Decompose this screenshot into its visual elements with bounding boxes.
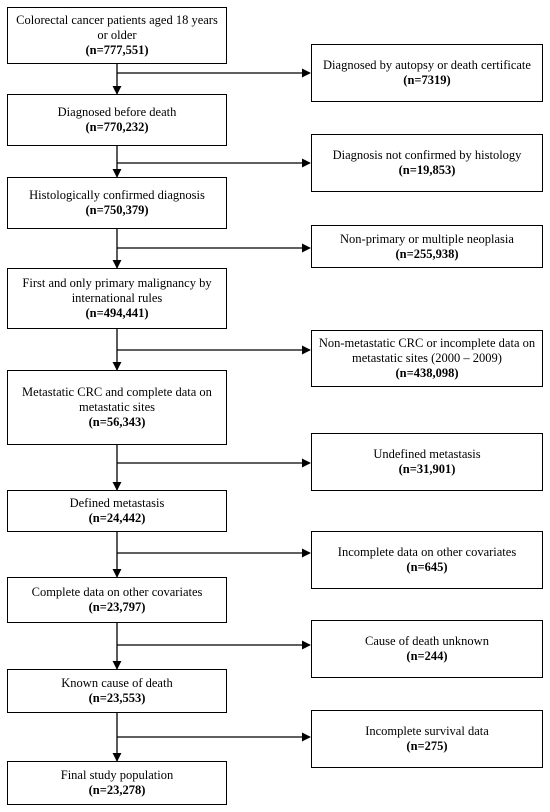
step-count: (n=23,553) [88, 691, 146, 705]
step-defined-metastasis: Defined metastasis (n=24,442) [7, 490, 227, 532]
step-text: Known cause of death [61, 676, 173, 690]
step-count: (n=24,442) [88, 511, 146, 525]
step-metastatic-crc: Metastatic CRC and complete data on meta… [7, 370, 227, 445]
step-count: (n=23,797) [88, 600, 146, 614]
step-count: (n=494,441) [85, 306, 149, 320]
exclusion-count: (n=275) [406, 739, 448, 753]
exclusion-count: (n=438,098) [395, 366, 459, 380]
exclusion-count: (n=31,901) [398, 462, 456, 476]
step-text: Diagnosed before death [57, 105, 177, 119]
exclusion-count: (n=645) [406, 560, 448, 574]
exclusion-incomplete-survival: Incomplete survival data (n=275) [311, 710, 543, 768]
step-final-study-population: Final study population (n=23,278) [7, 761, 227, 805]
exclusion-text: Non-metastatic CRC or incomplete data on… [318, 336, 536, 365]
step-first-primary-malignancy: First and only primary malignancy by int… [7, 268, 227, 329]
step-text: First and only primary malignancy by int… [22, 276, 212, 305]
exclusion-text: Incomplete survival data [365, 724, 489, 738]
step-known-cause-of-death: Known cause of death (n=23,553) [7, 669, 227, 713]
exclusion-text: Non-primary or multiple neoplasia [340, 231, 514, 246]
step-count: (n=23,278) [88, 783, 146, 797]
exclusion-text: Incomplete data on other covariates [337, 545, 517, 559]
step-histologically-confirmed: Histologically confirmed diagnosis (n=75… [7, 177, 227, 229]
step-text: Metastatic CRC and complete data on meta… [22, 385, 212, 414]
exclusion-autopsy-death-certificate: Diagnosed by autopsy or death certificat… [311, 44, 543, 102]
step-eligible-patients: Colorectal cancer patients aged 18 years… [7, 7, 227, 64]
step-text: Complete data on other covariates [31, 585, 203, 599]
exclusion-non-metastatic-crc: Non-metastatic CRC or incomplete data on… [311, 330, 543, 387]
exclusion-text: Undefined metastasis [373, 447, 481, 461]
exclusion-count: (n=19,853) [398, 163, 456, 177]
exclusion-multiple-neoplasia: Non-primary or multiple neoplasia (n=255… [311, 225, 543, 268]
exclusion-count: (n=244) [406, 649, 448, 663]
exclusion-text: Diagnosed by autopsy or death certificat… [323, 58, 531, 72]
exclusion-cause-of-death-unknown: Cause of death unknown (n=244) [311, 620, 543, 678]
step-count: (n=56,343) [88, 415, 146, 429]
exclusion-count: (n=255,938) [395, 246, 459, 261]
exclusion-count: (n=7319) [403, 73, 451, 87]
step-count: (n=750,379) [85, 203, 149, 217]
exclusion-undefined-metastasis: Undefined metastasis (n=31,901) [311, 433, 543, 491]
exclusion-text: Cause of death unknown [365, 634, 489, 648]
step-count: (n=777,551) [85, 43, 149, 57]
step-text: Colorectal cancer patients aged 18 years… [16, 13, 218, 42]
step-diagnosed-before-death: Diagnosed before death (n=770,232) [7, 94, 227, 146]
step-text: Final study population [60, 768, 174, 782]
step-count: (n=770,232) [85, 120, 149, 134]
step-complete-covariates: Complete data on other covariates (n=23,… [7, 577, 227, 623]
step-text: Defined metastasis [69, 496, 165, 510]
step-text: Histologically confirmed diagnosis [29, 188, 205, 202]
exclusion-text: Diagnosis not confirmed by histology [332, 148, 522, 162]
exclusion-not-histology-confirmed: Diagnosis not confirmed by histology (n=… [311, 134, 543, 192]
exclusion-incomplete-covariates: Incomplete data on other covariates (n=6… [311, 531, 543, 589]
